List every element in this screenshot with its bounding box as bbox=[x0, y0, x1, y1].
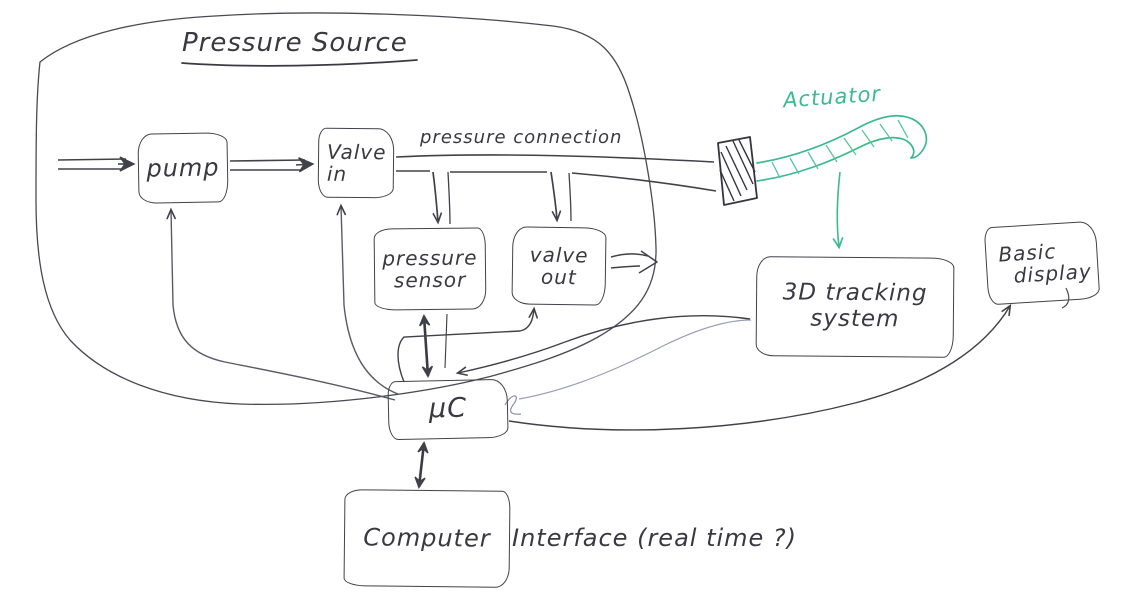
pipe-to-sensor-line bbox=[447, 171, 451, 225]
pressure-connection-label: pressure connection bbox=[420, 127, 623, 148]
tracking-system-node: 3D tracking system bbox=[755, 256, 955, 358]
title-underline bbox=[181, 59, 418, 67]
valve-out-label-line1: valve bbox=[529, 242, 589, 268]
valve-out-node: valve out bbox=[511, 226, 607, 306]
actuator-tube-endcap bbox=[910, 147, 925, 159]
interface-note-label: Interface (real time ?) bbox=[512, 524, 798, 552]
valve-in-label-line2: in bbox=[326, 161, 348, 186]
valve-in-node: Valve in bbox=[317, 127, 395, 199]
sensor-uc-link bbox=[418, 313, 434, 379]
pressure-connection-pipe-bottom bbox=[571, 172, 717, 192]
valve-in-label-line1: Valve bbox=[326, 139, 387, 164]
sensor-uc-link bbox=[444, 313, 448, 369]
valve-out-label-line2: out bbox=[540, 264, 577, 290]
actuator-tube-outline bbox=[756, 136, 915, 182]
microcontroller-label: µC bbox=[428, 392, 468, 425]
pressure-sensor-label-line2: sensor bbox=[393, 267, 467, 293]
uc-to-pump-line bbox=[166, 207, 396, 401]
pressure-source-boundary bbox=[35, 12, 657, 406]
actuator-to-tracking-arrow bbox=[832, 171, 844, 250]
uc-computer-link bbox=[414, 440, 429, 490]
uc-edge-squiggle bbox=[504, 395, 522, 415]
uc-to-valveout-line bbox=[397, 306, 539, 383]
uc-to-tracking-faint-line bbox=[518, 319, 752, 400]
pressure-sensor-node: pressure sensor bbox=[373, 227, 487, 311]
pump-node: pump bbox=[137, 132, 229, 204]
pressure-sensor-label-line1: pressure bbox=[382, 245, 478, 271]
tracking-to-uc-line bbox=[455, 315, 751, 376]
computer-label: Computer bbox=[363, 523, 491, 553]
display-bottom-squiggle bbox=[1061, 287, 1070, 309]
actuator-tube-outline bbox=[756, 115, 928, 164]
microcontroller-node: µC bbox=[387, 378, 509, 441]
pipe-to-valveout-line bbox=[568, 172, 572, 222]
pump-to-valvein-pipe bbox=[229, 159, 306, 162]
pump-label: pump bbox=[146, 152, 220, 183]
valveout-exhaust-arrow bbox=[610, 265, 641, 269]
pressure-connection-pipe-top bbox=[395, 154, 715, 163]
valveout-exhaust-arrow bbox=[610, 253, 649, 258]
basic-display-node: Basic display bbox=[983, 220, 1101, 306]
uc-to-display-line bbox=[508, 303, 1012, 431]
connector-hatching bbox=[719, 139, 756, 202]
uc-to-valvein-line bbox=[336, 203, 399, 395]
pipe-to-valveout-line bbox=[550, 171, 562, 223]
tracking-system-label-line1: 3D tracking bbox=[782, 279, 928, 307]
basic-display-label-line2: display bbox=[1012, 259, 1093, 288]
actuator-hatching bbox=[771, 119, 909, 179]
pipe-connector-block bbox=[717, 136, 758, 206]
pipe-to-sensor-line bbox=[432, 171, 443, 225]
computer-node: Computer bbox=[343, 489, 511, 588]
diagram-title: Pressure Source bbox=[182, 28, 408, 58]
valveout-exhaust-arrowhead bbox=[638, 250, 658, 274]
pump-to-valvein-arrow bbox=[295, 157, 315, 173]
inlet-pipe-line bbox=[57, 158, 127, 161]
tracking-system-label-line2: system bbox=[810, 305, 900, 333]
